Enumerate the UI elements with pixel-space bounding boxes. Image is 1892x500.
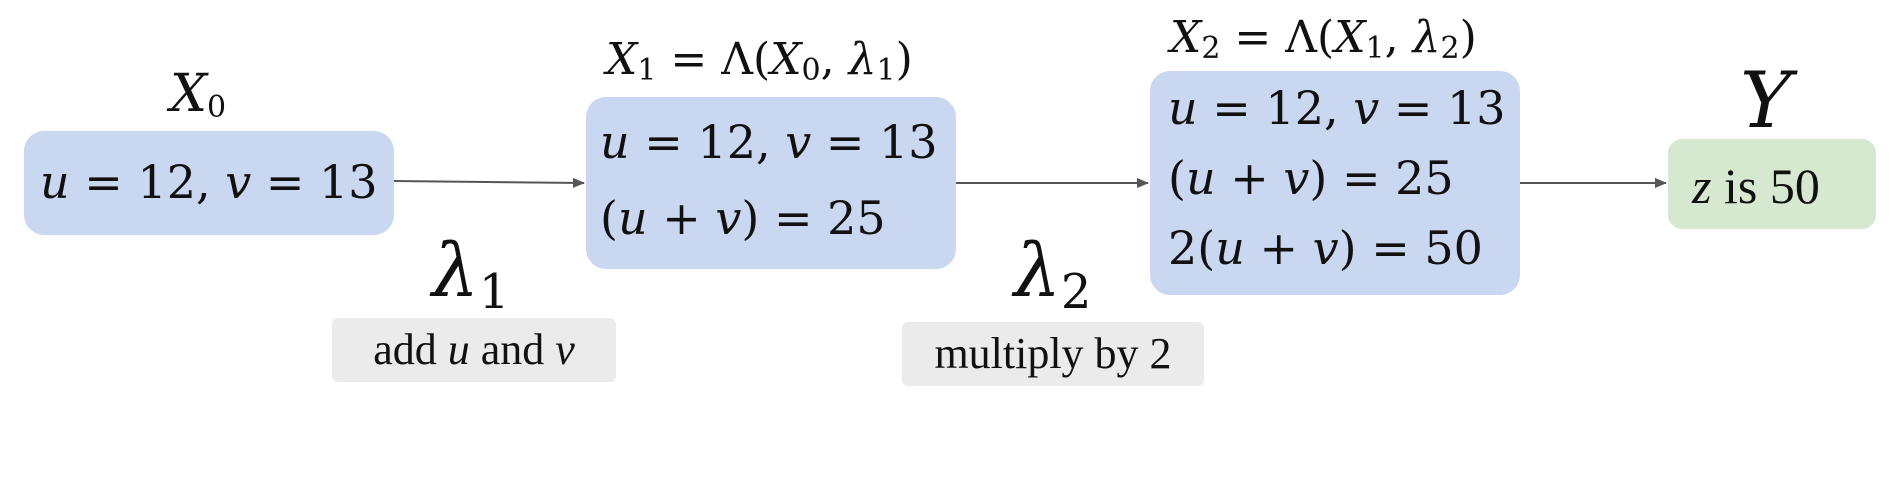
x1-title: X1 = Λ(X0, λ1) [606,34,913,88]
y-title: Y [1740,56,1792,146]
lambda2-description: multiply by 2 [902,322,1204,386]
lambda2-symbol: λ2 [1014,228,1092,320]
x1-line-1: u = 12, v = 13 [600,115,938,169]
lambda1-description: add u and v [332,318,616,382]
x1-state-box: u = 12, v = 13 (u + v) = 25 [586,97,956,269]
lambda1-symbol: λ1 [432,228,510,320]
arrow-x0-to-x1 [392,177,585,188]
x2-state-box: u = 12, v = 13 (u + v) = 25 2(u + v) = 5… [1150,71,1520,295]
x0-title: X0 [170,64,227,125]
x2-line-2: (u + v) = 25 [1168,151,1454,205]
x2-line-3: 2(u + v) = 50 [1168,221,1483,275]
x1-line-2: (u + v) = 25 [600,191,886,245]
x2-line-1: u = 12, v = 13 [1168,81,1506,135]
x0-line-1: u = 12, v = 13 [40,155,378,209]
x2-title: X2 = Λ(X1, λ2) [1170,12,1477,66]
y-line-1: z is 50 [1692,158,1820,214]
x0-state-box: u = 12, v = 13 [24,131,394,235]
y-result-box: z is 50 [1668,139,1876,229]
